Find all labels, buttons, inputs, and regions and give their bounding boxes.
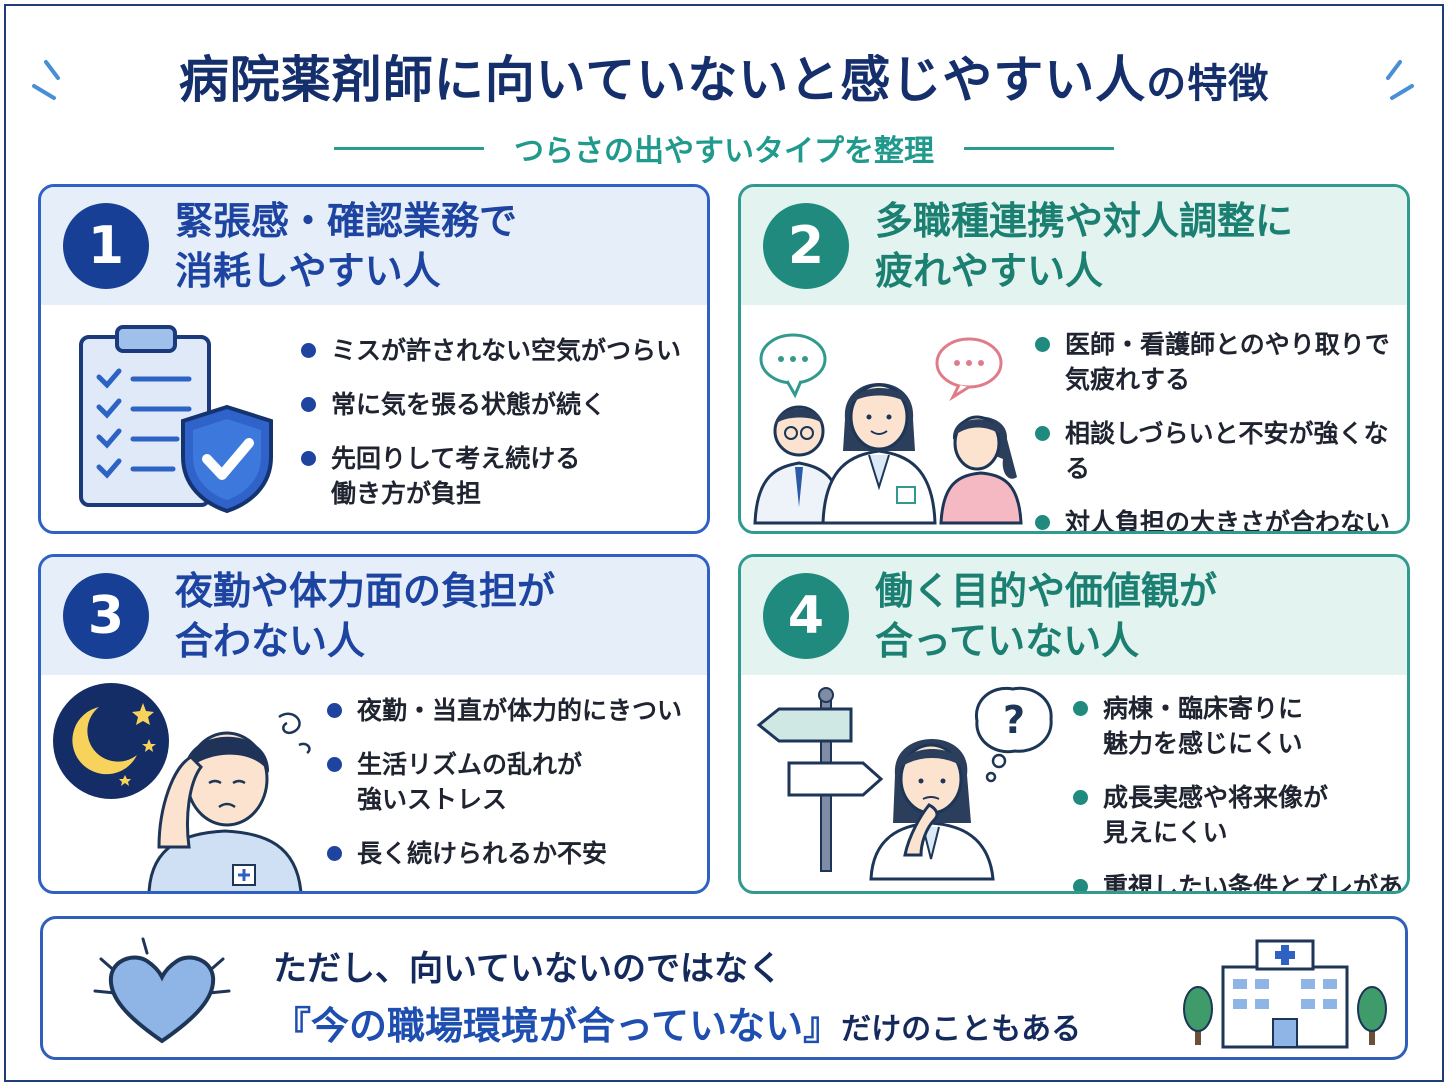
footer-emphasis: 『今の職場環境が合っていない』 bbox=[273, 1004, 842, 1048]
pharmacist-icon bbox=[821, 383, 937, 525]
card-4: 4 働く目的や価値観が 合っていない人 ? 病棟・臨床寄りに魅力を感じにくい 成… bbox=[738, 554, 1410, 894]
card-3-heading: 夜勤や体力面の負担が 合わない人 bbox=[175, 566, 555, 666]
list-item: 夜勤・当直が体力的にきつい bbox=[325, 693, 682, 728]
speech-bubble-icon bbox=[759, 333, 1003, 402]
list-item: 先回りして考え続ける働き方が負担 bbox=[299, 441, 681, 511]
card-1-heading: 緊張感・確認業務で 消耗しやすい人 bbox=[175, 196, 517, 296]
question-bubble-icon: ? bbox=[974, 686, 1053, 783]
subtitle-divider-left bbox=[334, 146, 484, 150]
page-frame bbox=[4, 4, 1444, 1082]
footer-line2: 『今の職場環境が合っていない』だけのこともある bbox=[273, 995, 1081, 1050]
subtitle-divider-right bbox=[964, 146, 1114, 150]
shield-check-icon bbox=[181, 404, 273, 514]
signpost-icon bbox=[756, 687, 884, 872]
doctor-icon bbox=[753, 405, 845, 525]
subtitle: つらさの出やすいタイプを整理 bbox=[514, 134, 934, 169]
card-2-heading: 多職種連携や対人調整に 疲れやすい人 bbox=[875, 196, 1293, 296]
svg-text:?: ? bbox=[1003, 698, 1025, 742]
footer-tail: だけのこともある bbox=[841, 1012, 1082, 1047]
sparkle-lines-right-icon bbox=[1386, 60, 1414, 100]
list-item: 重視したい条件とズレがある bbox=[1071, 869, 1407, 891]
page-title: 病院薬剤師に向いていないと感じやすい人の特徴 bbox=[0, 40, 1448, 112]
subtitle-row: つらさの出やすいタイプを整理 bbox=[0, 128, 1448, 169]
card-3-heading-line2: 合わない人 bbox=[175, 619, 366, 663]
moon-stars-icon bbox=[53, 683, 169, 799]
nurse-icon bbox=[939, 415, 1023, 525]
tired-person-icon bbox=[147, 712, 311, 891]
list-item: 成長実感や将来像が見えにくい bbox=[1071, 780, 1407, 850]
list-item: 相談しづらいと不安が強くなる bbox=[1033, 416, 1407, 486]
sparkle-lines-left-icon bbox=[32, 60, 60, 100]
card-1: 1 緊張感・確認業務で 消耗しやすい人 ミスが許されない空気がつらい 常に気を張… bbox=[38, 184, 710, 534]
page-title-suffix: の特徴 bbox=[1146, 61, 1270, 107]
card-1-heading-line1: 緊張感・確認業務で bbox=[175, 199, 518, 243]
card-2-heading-line1: 多職種連携や対人調整に bbox=[875, 199, 1294, 243]
footer-line1: ただし、向いていないのではなく bbox=[273, 949, 782, 989]
card-3-number: 3 bbox=[63, 573, 149, 659]
card-4-header: 4 働く目的や価値観が 合っていない人 bbox=[741, 557, 1407, 675]
list-item: 医師・看護師とのやり取りで気疲れする bbox=[1033, 327, 1407, 397]
card-3-bullets: 夜勤・当直が体力的にきつい 生活リズムの乱れが強いストレス 長く続けられるか不安 bbox=[325, 693, 682, 890]
card-3-heading-line1: 夜勤や体力面の負担が bbox=[175, 569, 556, 613]
card-4-heading-line2: 合っていない人 bbox=[875, 619, 1140, 663]
card-2-number: 2 bbox=[763, 203, 849, 289]
card-1-bullets: ミスが許されない空気がつらい 常に気を張る状態が続く 先回りして考え続ける働き方… bbox=[299, 333, 681, 530]
card-2: 2 多職種連携や対人調整に 疲れやすい人 bbox=[738, 184, 1410, 534]
card-1-number: 1 bbox=[63, 203, 149, 289]
medical-team-illustration bbox=[753, 333, 1023, 525]
list-item: 対人負担の大きさが合わない bbox=[1033, 505, 1407, 531]
clipboard-checklist-icon bbox=[79, 325, 211, 507]
list-item: ミスが許されない空気がつらい bbox=[299, 333, 681, 368]
card-1-header: 1 緊張感・確認業務で 消耗しやすい人 bbox=[41, 187, 707, 305]
card-2-bullets: 医師・看護師とのやり取りで気疲れする 相談しづらいと不安が強くなる 対人負担の大… bbox=[1033, 327, 1407, 531]
list-item: 病棟・臨床寄りに魅力を感じにくい bbox=[1071, 691, 1407, 761]
card-2-heading-line2: 疲れやすい人 bbox=[875, 249, 1104, 293]
list-item: 生活リズムの乱れが強いストレス bbox=[325, 747, 682, 817]
card-4-heading: 働く目的や価値観が 合っていない人 bbox=[875, 566, 1217, 666]
tree-icon bbox=[1183, 986, 1387, 1045]
list-item: 長く続けられるか不安 bbox=[325, 836, 682, 871]
footer-banner: ただし、向いていないのではなく 『今の職場環境が合っていない』だけのこともある bbox=[40, 916, 1408, 1060]
thinking-person-icon bbox=[869, 739, 995, 881]
card-1-heading-line2: 消耗しやすい人 bbox=[175, 249, 441, 293]
card-4-heading-line1: 働く目的や価値観が bbox=[875, 569, 1218, 613]
card-3-header: 3 夜勤や体力面の負担が 合わない人 bbox=[41, 557, 707, 675]
card-2-header: 2 多職種連携や対人調整に 疲れやすい人 bbox=[741, 187, 1407, 305]
hospital-icon bbox=[1183, 939, 1387, 1049]
card-3: 3 夜勤や体力面の負担が 合わない人 夜勤・当直が体力的にきつい 生活リズムの乱… bbox=[38, 554, 710, 894]
page-title-main: 病院薬剤師に向いていないと感じやすい人 bbox=[178, 51, 1147, 109]
heart-icon bbox=[93, 937, 231, 1044]
card-4-number: 4 bbox=[763, 573, 849, 659]
card-4-bullets: 病棟・臨床寄りに魅力を感じにくい 成長実感や将来像が見えにくい 重視したい条件と… bbox=[1071, 691, 1407, 891]
list-item: 常に気を張る状態が続く bbox=[299, 387, 681, 422]
